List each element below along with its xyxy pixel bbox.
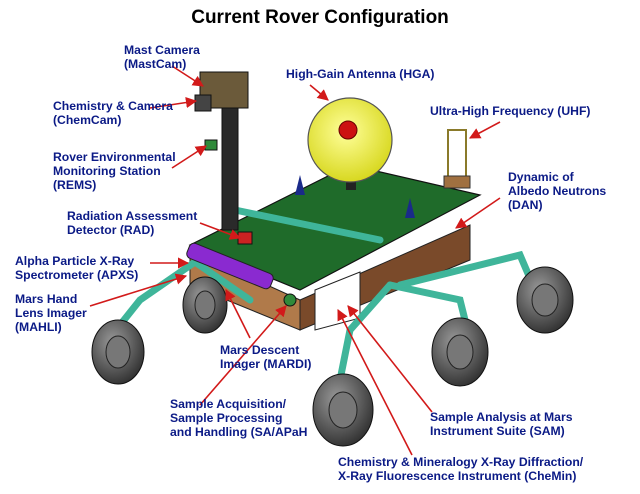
label-sam: Sample Analysis at Mars Instrument Suite… (430, 410, 573, 438)
wheel-rear-right (516, 266, 574, 334)
callout-arrows (89, 65, 501, 456)
label-apxs: Alpha Particle X-Ray Spectrometer (APXS) (15, 254, 139, 282)
label-mardi: Mars Descent Imager (MARDI) (220, 343, 312, 371)
arrow-rems (171, 145, 207, 169)
label-rad: Radiation Assessment Detector (RAD) (67, 209, 198, 237)
wheel-front-right (312, 373, 374, 447)
wheel-front-left (91, 319, 145, 385)
label-rems: Rover Environmental Monitoring Station (… (53, 150, 176, 192)
label-uhf: Ultra-High Frequency (UHF) (430, 104, 591, 118)
label-hga: High-Gain Antenna (HGA) (286, 67, 435, 81)
mast (194, 71, 249, 231)
label-mahli: Mars Hand Lens Imager (MAHLI) (15, 292, 87, 334)
high-gain-antenna (307, 97, 393, 190)
arrow-mardi (225, 288, 251, 339)
robotic-arm-turret (186, 231, 297, 307)
label-chemcam: Chemistry & Camera (ChemCam) (53, 99, 173, 127)
wheel-mid-left (182, 276, 228, 334)
arrow-dan (455, 197, 501, 229)
suspension-arms (116, 206, 539, 384)
deck-cones (295, 175, 415, 218)
wheel-mid-right (431, 317, 489, 387)
arrow-sam (347, 305, 433, 413)
arrow-sa (199, 305, 287, 406)
arrow-mastcam (171, 65, 204, 87)
label-chemin: Chemistry & Mineralogy X-Ray Diffraction… (338, 455, 584, 483)
label-mastcam: Mast Camera (MastCam) (124, 43, 200, 71)
arrow-mahli (89, 273, 188, 307)
wheels (91, 266, 574, 447)
arrow-chemcam (149, 96, 198, 109)
uhf-antenna (443, 129, 471, 189)
arrow-rad (199, 222, 242, 240)
arrow-uhf (469, 121, 501, 139)
label-dan: Dynamic of Albedo Neutrons (DAN) (508, 170, 607, 212)
diagram-title: Current Rover Configuration (191, 7, 449, 28)
arrow-chemin (337, 309, 413, 456)
label-sa: Sample Acquisition/ Sample Processing an… (170, 397, 308, 439)
arrow-hga (309, 84, 329, 101)
